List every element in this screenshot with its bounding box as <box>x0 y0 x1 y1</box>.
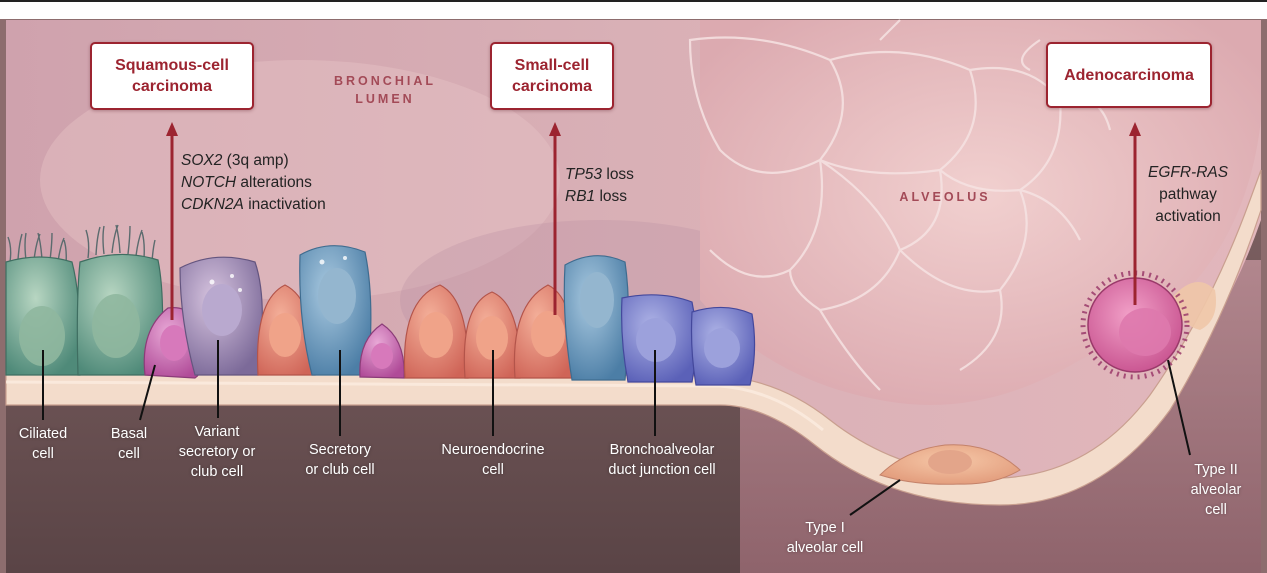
bronchial-label-line1: BRONCHIAL <box>320 72 450 90</box>
squamous-mutations: SOX2 (3q amp) NOTCH alterations CDKN2A i… <box>181 150 326 216</box>
variant-secretory-nucleus <box>202 284 242 336</box>
mutation-rb1: RB1 loss <box>565 186 634 208</box>
mutation-cdkn2a: CDKN2A inactivation <box>181 194 326 216</box>
small-cell-title-line1: Small-cell <box>512 55 592 76</box>
squamous-title-line2: carcinoma <box>115 76 229 97</box>
alveolus-label: ALVEOLUS <box>885 188 1005 206</box>
bronchial-lumen-label: BRONCHIAL LUMEN <box>320 72 450 108</box>
mutation-notch: NOTCH alterations <box>181 172 326 194</box>
bronchial-label-line2: LUMEN <box>320 90 450 108</box>
squamous-carcinoma-box: Squamous-cell carcinoma <box>90 42 254 110</box>
top-rule <box>0 0 1267 2</box>
small-cell-carcinoma-box: Small-cell carcinoma <box>490 42 614 110</box>
basal-cell-nucleus <box>160 325 188 361</box>
adeno-mutations: EGFR-RAS pathway activation <box>1148 162 1228 228</box>
mutation-tp53: TP53 loss <box>565 164 634 186</box>
ciliated-cell-2-nucleus <box>92 294 140 358</box>
adenocarcinoma-title: Adenocarcinoma <box>1064 65 1194 86</box>
mutation-pathway: pathway <box>1148 184 1228 206</box>
small-cell-title-line2: carcinoma <box>512 76 592 97</box>
orange-cell-a-nucleus <box>269 313 301 357</box>
mutation-egfr-ras: EGFR-RAS <box>1148 162 1228 184</box>
mutation-activation: activation <box>1148 206 1228 228</box>
adenocarcinoma-box: Adenocarcinoma <box>1046 42 1212 108</box>
small-cell-mutations: TP53 loss RB1 loss <box>565 164 634 208</box>
secretory-club-nucleus <box>318 268 356 324</box>
type-1-nucleus <box>928 450 972 474</box>
mutation-sox2: SOX2 (3q amp) <box>181 150 326 172</box>
squamous-title-line1: Squamous-cell <box>115 55 229 76</box>
